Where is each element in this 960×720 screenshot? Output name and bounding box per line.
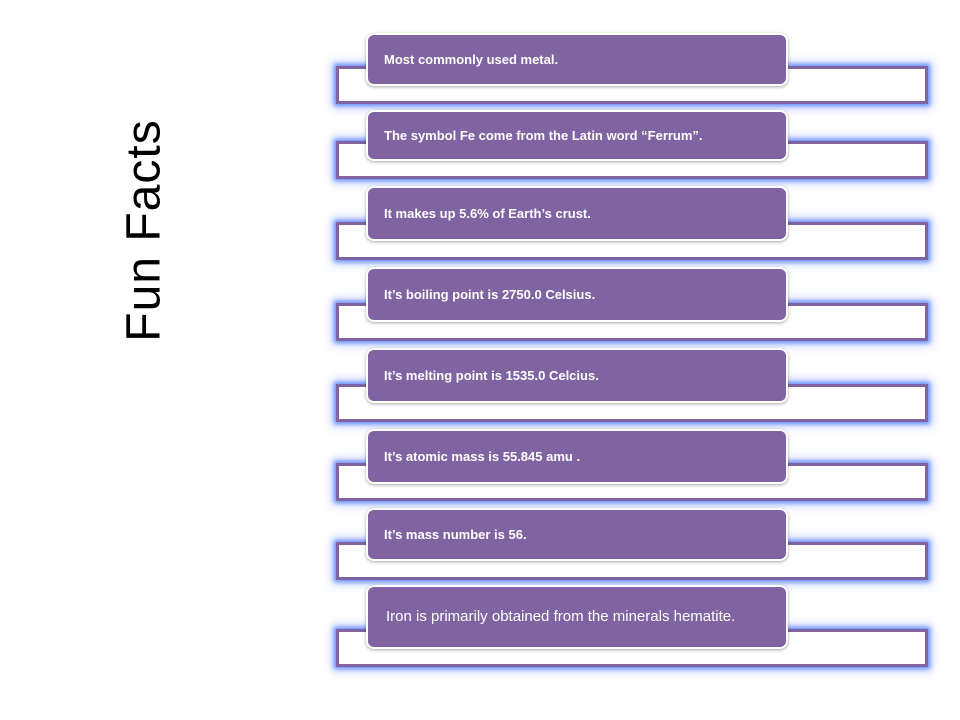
fact-label: Most commonly used metal. [366,33,788,86]
fact-label: The symbol Fe come from the Latin word “… [366,110,788,161]
fact-label: It makes up 5.6% of Earth’s crust. [366,186,788,241]
fact-label: It’s boiling point is 2750.0 Celsius. [366,267,788,322]
fact-label: It’s atomic mass is 55.845 amu . [366,429,788,484]
fact-label: It’s melting point is 1535.0 Celcius. [366,348,788,403]
fact-label: It’s mass number is 56. [366,508,788,561]
fact-label: Iron is primarily obtained from the mine… [366,585,788,649]
